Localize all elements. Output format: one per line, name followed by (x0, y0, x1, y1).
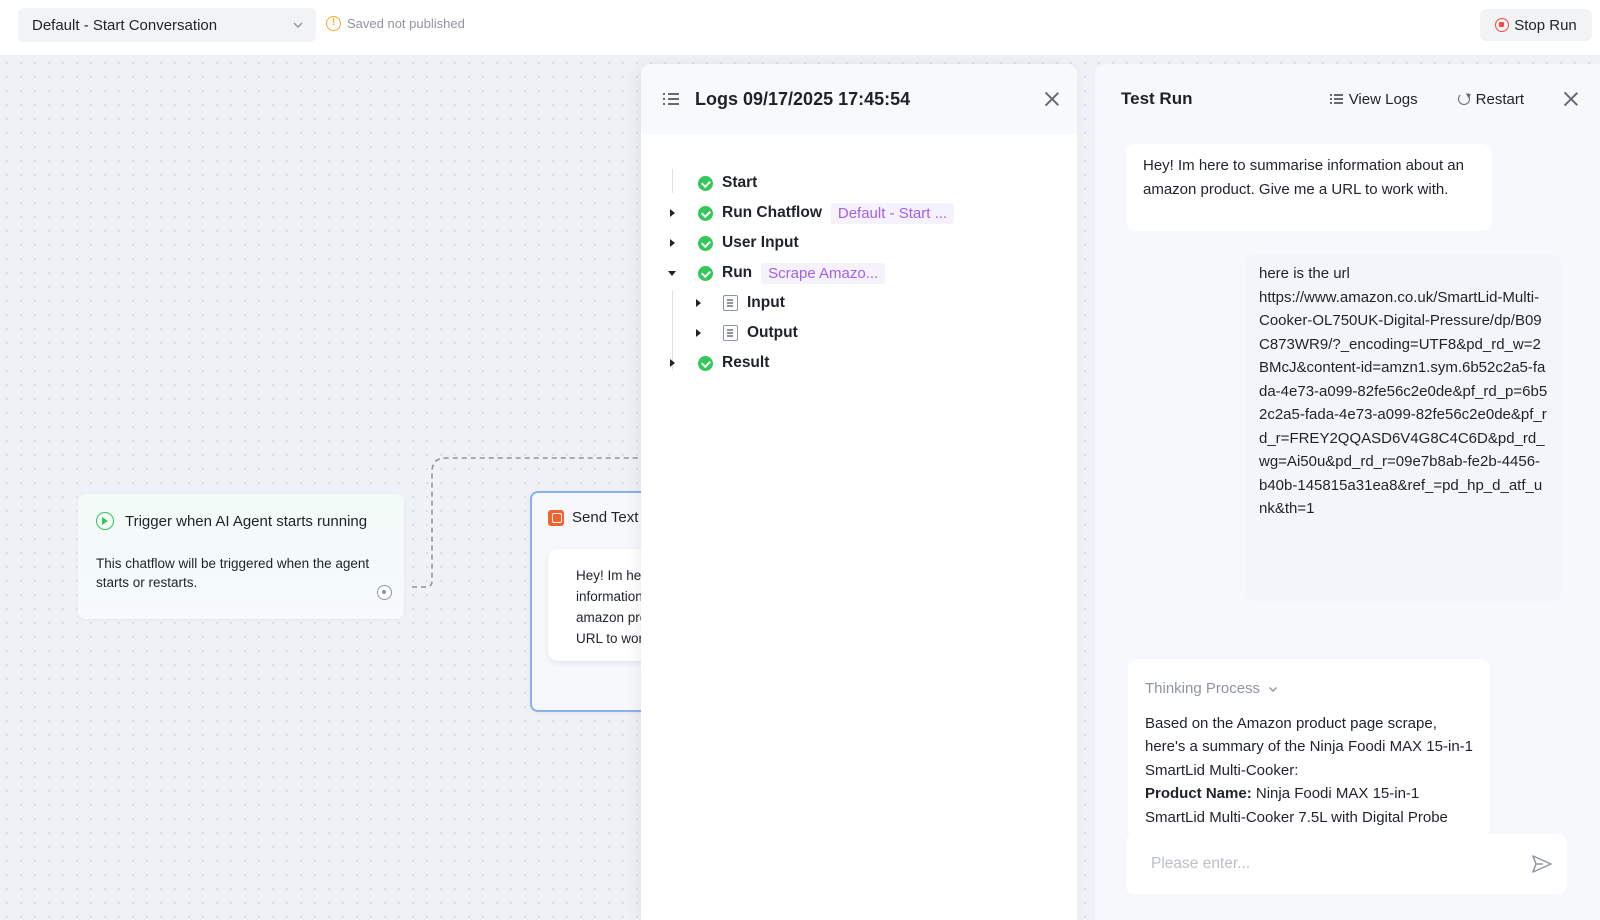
caret-down-icon[interactable] (667, 268, 677, 278)
success-check-icon (698, 175, 713, 191)
log-row-label: Start (722, 174, 758, 191)
test-run-panel: Test Run View Logs Restart Hey! Im here … (1095, 64, 1600, 920)
refresh-icon (1457, 93, 1470, 105)
user-message-url: https://www.amazon.co.uk/SmartLid-Multi-… (1259, 288, 1548, 518)
log-row-label: Run (722, 264, 753, 281)
save-status: ! Saved not published (326, 16, 465, 31)
send-node-header: Send Text (548, 509, 638, 526)
restart-label: Restart (1475, 90, 1524, 108)
log-row-start[interactable]: Start (698, 171, 757, 195)
chat-input[interactable] (1151, 855, 1531, 873)
log-row-user-input[interactable]: User Input (667, 231, 799, 255)
send-node-title: Send Text (572, 509, 639, 526)
stop-run-label: Stop Run (1514, 16, 1577, 34)
caret-right-icon[interactable] (693, 298, 703, 308)
trigger-node-description: This chatflow will be triggered when the… (96, 556, 370, 590)
test-run-header: Test Run View Logs Restart (1095, 64, 1600, 134)
close-icon[interactable] (1045, 92, 1059, 106)
product-name-line: Product Name: Ninja Foodi MAX 15-in-1 Sm… (1145, 782, 1473, 829)
trigger-node[interactable]: Trigger when AI Agent starts running Thi… (78, 494, 404, 619)
output-port[interactable] (377, 585, 392, 600)
success-check-icon (698, 235, 713, 251)
user-message: here is the url https://www.amazon.co.uk… (1245, 254, 1561, 601)
bot-message: Hey! Im here to summarise information ab… (1126, 144, 1492, 231)
log-row-label: Result (722, 354, 770, 371)
caret-right-icon[interactable] (667, 238, 677, 248)
view-logs-label: View Logs (1348, 90, 1418, 108)
save-status-text: Saved not published (347, 16, 465, 31)
product-name-value: Ninja Foodi MAX 15-in-1 SmartLid Multi-C… (1145, 785, 1448, 826)
log-row-tag: Default - Start ... (830, 202, 955, 224)
chevron-down-icon (1269, 686, 1278, 692)
trigger-node-title: Trigger when AI Agent starts running (125, 512, 368, 530)
document-icon (723, 325, 738, 341)
document-icon (723, 295, 738, 311)
thinking-process-toggle[interactable]: Thinking Process (1145, 677, 1473, 701)
success-check-icon (698, 355, 713, 371)
log-row-label: Run Chatflow (722, 204, 822, 221)
log-row-output[interactable]: Output (693, 321, 798, 345)
user-message-text: here is the url (1259, 265, 1350, 282)
log-row-result[interactable]: Result (667, 351, 769, 375)
log-row-run-chatflow[interactable]: Run Chatflow Default - Start ... (667, 201, 955, 225)
log-row-tag: Scrape Amazo... (761, 262, 886, 284)
chat-input-box (1126, 834, 1567, 894)
logs-header: Logs 09/17/2025 17:45:54 (641, 64, 1077, 134)
tree-connector (672, 290, 673, 370)
view-logs-button[interactable]: View Logs (1329, 90, 1418, 108)
logs-panel: Logs 09/17/2025 17:45:54 Start Run Chatf… (641, 64, 1077, 920)
close-icon[interactable] (1564, 92, 1578, 106)
flow-selector-label: Default - Start Conversation (32, 16, 218, 34)
stop-icon (1495, 18, 1510, 32)
flow-selector[interactable]: Default - Start Conversation (18, 8, 316, 42)
restart-button[interactable]: Restart (1457, 90, 1524, 108)
logs-title: Logs 09/17/2025 17:45:54 (695, 88, 911, 109)
message-icon (548, 509, 564, 526)
top-bar: Default - Start Conversation ! Saved not… (0, 0, 1600, 56)
warning-icon: ! (326, 16, 341, 31)
list-icon (1329, 93, 1343, 105)
list-icon (663, 92, 679, 106)
caret-right-icon[interactable] (667, 358, 677, 368)
log-row-label: Input (747, 294, 785, 311)
tree-connector (672, 169, 673, 193)
log-row-input[interactable]: Input (693, 291, 785, 315)
send-icon[interactable] (1531, 854, 1553, 874)
test-run-title: Test Run (1121, 89, 1193, 108)
log-row-label: Output (747, 324, 798, 341)
bot-message: Thinking Process Based on the Amazon pro… (1128, 659, 1490, 839)
bot-summary-text: Based on the Amazon product page scrape,… (1145, 714, 1474, 779)
stop-run-button[interactable]: Stop Run (1480, 9, 1592, 41)
play-icon (96, 512, 114, 530)
log-row-run[interactable]: Run Scrape Amazo... (667, 261, 886, 285)
caret-right-icon[interactable] (667, 208, 677, 218)
success-check-icon (698, 265, 713, 281)
caret-right-icon[interactable] (693, 328, 703, 338)
success-check-icon (698, 205, 713, 221)
product-name-label: Product Name: (1145, 785, 1252, 802)
trigger-node-header: Trigger when AI Agent starts running (96, 512, 367, 530)
chevron-down-icon (293, 22, 303, 28)
thinking-process-label: Thinking Process (1145, 680, 1261, 697)
log-row-label: User Input (722, 234, 799, 251)
